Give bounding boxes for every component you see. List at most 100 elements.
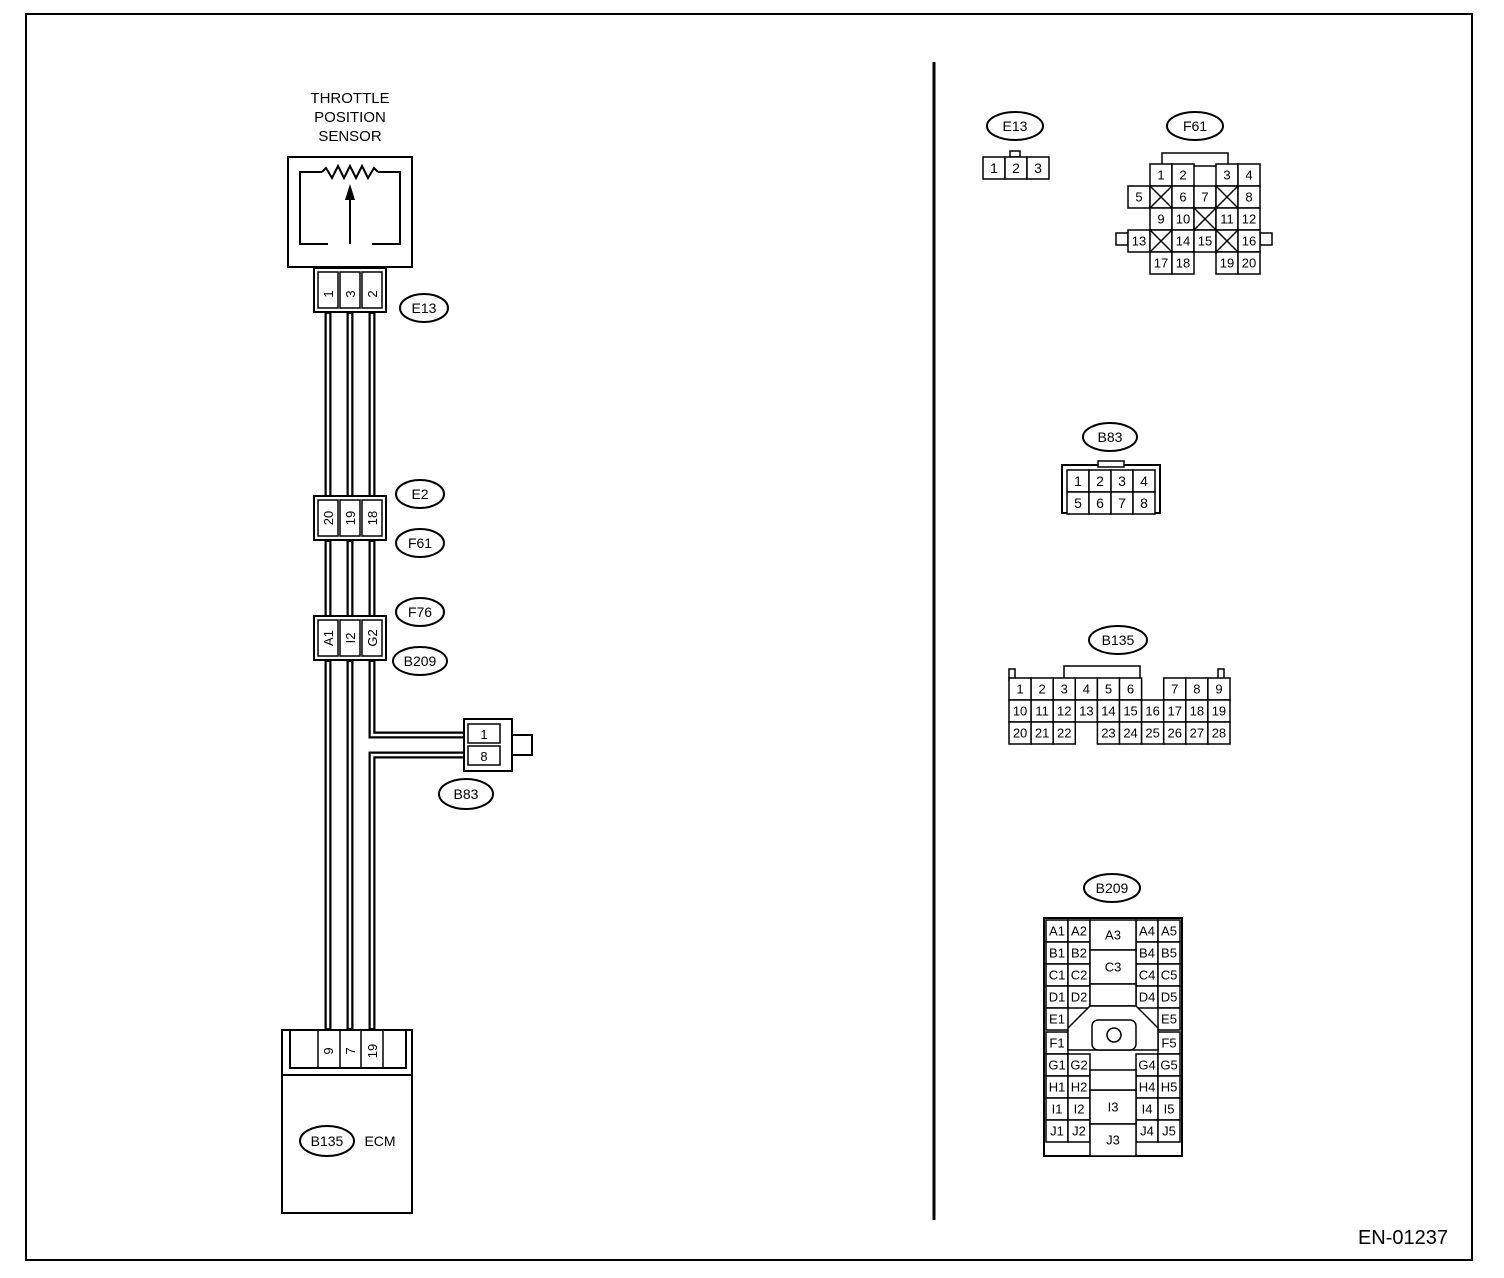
harness-connector-e13: 1 3 2 [313,267,387,313]
b209-face-pin-i3: I3 [1108,1100,1119,1115]
b135-face-pin-26: 26 [1168,726,1182,741]
b209-face-pin-i1: I1 [1052,1102,1063,1117]
f61-pin-18: 18 [365,511,380,525]
tag-b83-face: B83 [1098,429,1123,445]
b209-face-pin-c5: C5 [1161,968,1178,983]
tag-e13-face: E13 [1003,118,1028,134]
f61-face-pin-19: 19 [1220,256,1234,271]
throttle-position-sensor: THROTTLE POSITION SENSOR [287,90,413,268]
tag-f76: F76 [408,604,432,620]
ecm-unit: 9 7 19 B135 ECM [281,1029,413,1214]
f61-face-pin-18: 18 [1176,256,1190,271]
b209-face-pin-d5: D5 [1161,990,1178,1005]
b135-face-pin-24: 24 [1123,726,1137,741]
b135-face-pin-12: 12 [1057,704,1071,719]
b209-face-pin-e1: E1 [1049,1012,1065,1027]
f61-face-pin-12: 12 [1242,212,1256,227]
f61-face-pin-20: 20 [1242,256,1256,271]
b209-face-pin-a1: A1 [1049,924,1065,939]
b135-face-pin-21: 21 [1035,726,1049,741]
b209-face-pin-g1: G1 [1048,1058,1065,1073]
tag-b83: B83 [454,786,479,802]
b135-face-pin-14: 14 [1101,704,1115,719]
b209-face-pin-a4: A4 [1139,924,1155,939]
figure-code: EN-01237 [1358,1227,1448,1249]
b135-face-pin-23: 23 [1101,726,1115,741]
b209-face-pin-h2: H2 [1071,1080,1088,1095]
f61-face-pin-14: 14 [1176,234,1190,249]
b209-face-pin-e5: E5 [1161,1012,1177,1027]
b135-face-pin-4: 4 [1083,682,1090,697]
b209-face-pin-b4: B4 [1139,946,1155,961]
b83-face-pin-7: 7 [1118,495,1126,511]
b209-face-pin-a5: A5 [1161,924,1177,939]
tag-f61-face: F61 [1183,118,1207,134]
e13-face-pin-2: 2 [1012,160,1020,176]
e13-pin-2: 2 [365,290,380,297]
b135-pin-19: 19 [365,1044,380,1058]
harness-connector-b209: A1 I2 G2 [313,615,387,661]
b209-face-pin-f5: F5 [1161,1036,1176,1051]
b135-face-pin-15: 15 [1123,704,1137,719]
b209-face-pin-c1: C1 [1049,968,1066,983]
harness-connector-b83: 1 8 [463,718,533,772]
ecm-label: ECM [364,1133,395,1149]
b209-face-pin-c2: C2 [1071,968,1088,983]
b209-face-pin-d1: D1 [1049,990,1066,1005]
tag-f61: F61 [408,535,432,551]
b83-face-pin-3: 3 [1118,473,1126,489]
b209-face-pin-b1: B1 [1049,946,1065,961]
b83-face-pin-1: 1 [1074,473,1082,489]
b83-pin-1: 1 [480,727,487,742]
b209-face-pin-i2: I2 [1074,1102,1085,1117]
diagram-frame [25,13,1473,1261]
f61-face-pin-1: 1 [1157,168,1164,183]
tag-e2: E2 [411,486,428,502]
f61-face-pin-15: 15 [1198,234,1212,249]
b135-face-pin-5: 5 [1105,682,1112,697]
b209-face-pin-h4: H4 [1139,1080,1156,1095]
f61-face-pin-11: 11 [1220,212,1234,227]
sensor-inner-left [299,171,328,245]
b209-face-pin-a3: A3 [1105,928,1121,943]
b209-face-pin-d4: D4 [1139,990,1156,1005]
e13-pin-3: 3 [343,290,358,297]
f61-face-pin-2: 2 [1179,168,1186,183]
b135-face-pin-3: 3 [1061,682,1068,697]
b209-face-pin-i4: I4 [1142,1102,1153,1117]
b135-face-pin-9: 9 [1215,682,1222,697]
b209-face-pin-c4: C4 [1139,968,1156,983]
sensor-inner-right [372,171,401,245]
b135-pin-7: 7 [343,1047,358,1054]
b83-face-pin-8: 8 [1140,495,1148,511]
b135-face-pin-11: 11 [1035,704,1049,719]
b83-face-pin-4: 4 [1140,473,1148,489]
sensor-label-line-3: SENSOR [318,128,382,145]
b209-face-pin-j2: J2 [1072,1124,1086,1139]
b209-face-pin-j1: J1 [1050,1124,1064,1139]
sensor-label-line-2: POSITION [314,109,386,126]
b209-face-pin-f1: F1 [1049,1036,1064,1051]
f61-face-pin-16: 16 [1242,234,1256,249]
b83-face-pin-5: 5 [1074,495,1082,511]
b83-face-pin-6: 6 [1096,495,1104,511]
b209-face-pin-d2: D2 [1071,990,1088,1005]
e13-face-pin-1: 1 [990,160,998,176]
e13-pin-1: 1 [321,290,336,297]
b135-face-pin-6: 6 [1127,682,1134,697]
b135-face-pin-27: 27 [1190,726,1204,741]
f61-face-pin-5: 5 [1135,190,1142,205]
wiper-arrow-icon [345,184,355,200]
b135-face-pin-7: 7 [1171,682,1178,697]
b209-face-pin-j5: J5 [1162,1124,1176,1139]
b209-face-pin-b5: B5 [1161,946,1177,961]
f61-face-pin-13: 13 [1132,234,1146,249]
b135-face-pin-18: 18 [1190,704,1204,719]
e13-face-pin-3: 3 [1034,160,1042,176]
